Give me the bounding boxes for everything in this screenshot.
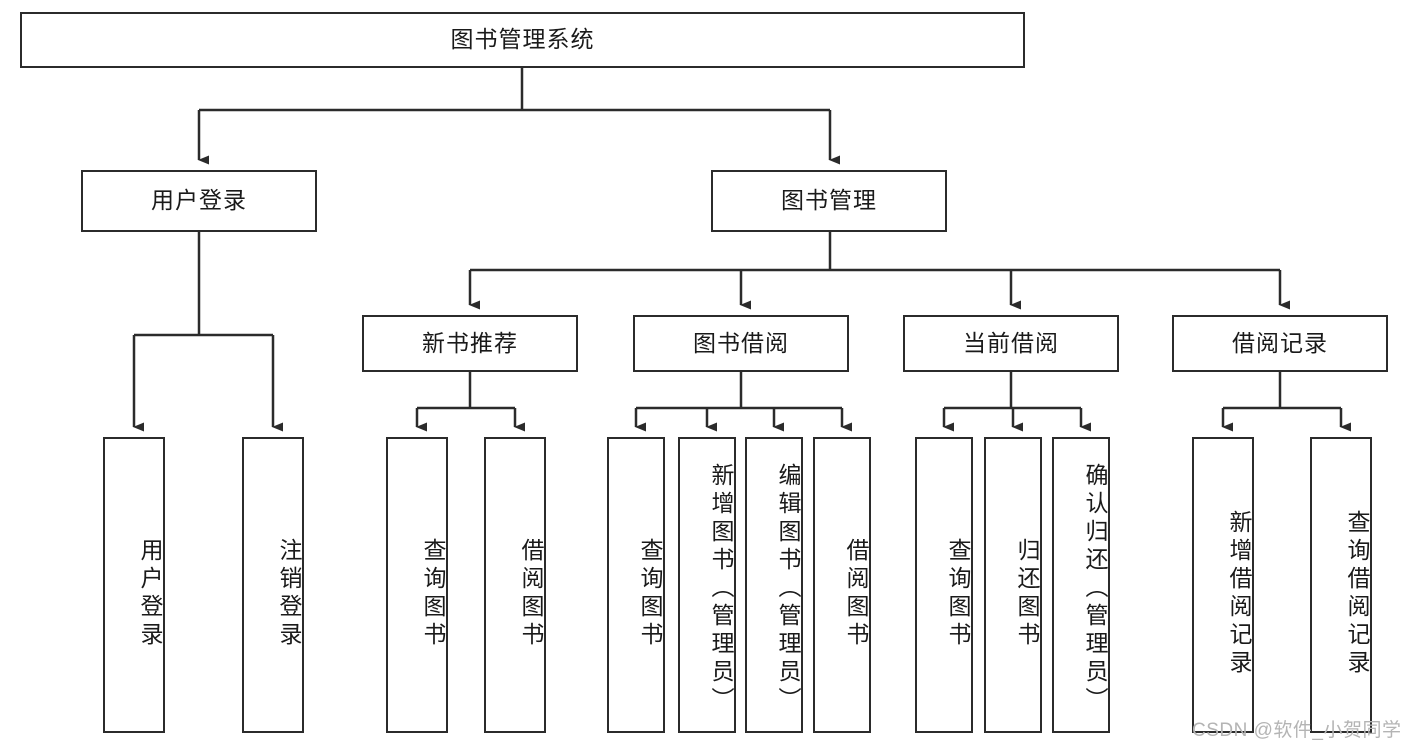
leaf-add-borrow-record[interactable]: 新增借阅记录 <box>1192 437 1254 733</box>
leaf-query-books-borrow[interactable]: 查询图书 <box>607 437 665 733</box>
leaf-logout[interactable]: 注销登录 <box>242 437 304 733</box>
leaf-query-books-current[interactable]: 查询图书 <box>915 437 973 733</box>
node-book-management[interactable]: 图书管理 <box>711 170 947 232</box>
leaf-edit-book-admin[interactable]: 编辑图书（管理员） <box>745 437 803 733</box>
leaf-confirm-return-admin[interactable]: 确认归还（管理员） <box>1052 437 1110 733</box>
leaf-borrow-books[interactable]: 借阅图书 <box>813 437 871 733</box>
leaf-query-books-new[interactable]: 查询图书 <box>386 437 448 733</box>
leaf-return-books[interactable]: 归还图书 <box>984 437 1042 733</box>
node-user-login[interactable]: 用户登录 <box>81 170 317 232</box>
node-root-book-management-system[interactable]: 图书管理系统 <box>20 12 1025 68</box>
leaf-borrow-books-new[interactable]: 借阅图书 <box>484 437 546 733</box>
node-current-borrowing[interactable]: 当前借阅 <box>903 315 1119 372</box>
node-borrowing-records[interactable]: 借阅记录 <box>1172 315 1388 372</box>
node-new-book-recommendation[interactable]: 新书推荐 <box>362 315 578 372</box>
leaf-add-book-admin[interactable]: 新增图书（管理员） <box>678 437 736 733</box>
csdn-watermark: CSDN @软件_小贺同学 <box>1192 720 1402 741</box>
leaf-query-borrow-record[interactable]: 查询借阅记录 <box>1310 437 1372 733</box>
node-book-borrowing[interactable]: 图书借阅 <box>633 315 849 372</box>
leaf-user-login[interactable]: 用户登录 <box>103 437 165 733</box>
